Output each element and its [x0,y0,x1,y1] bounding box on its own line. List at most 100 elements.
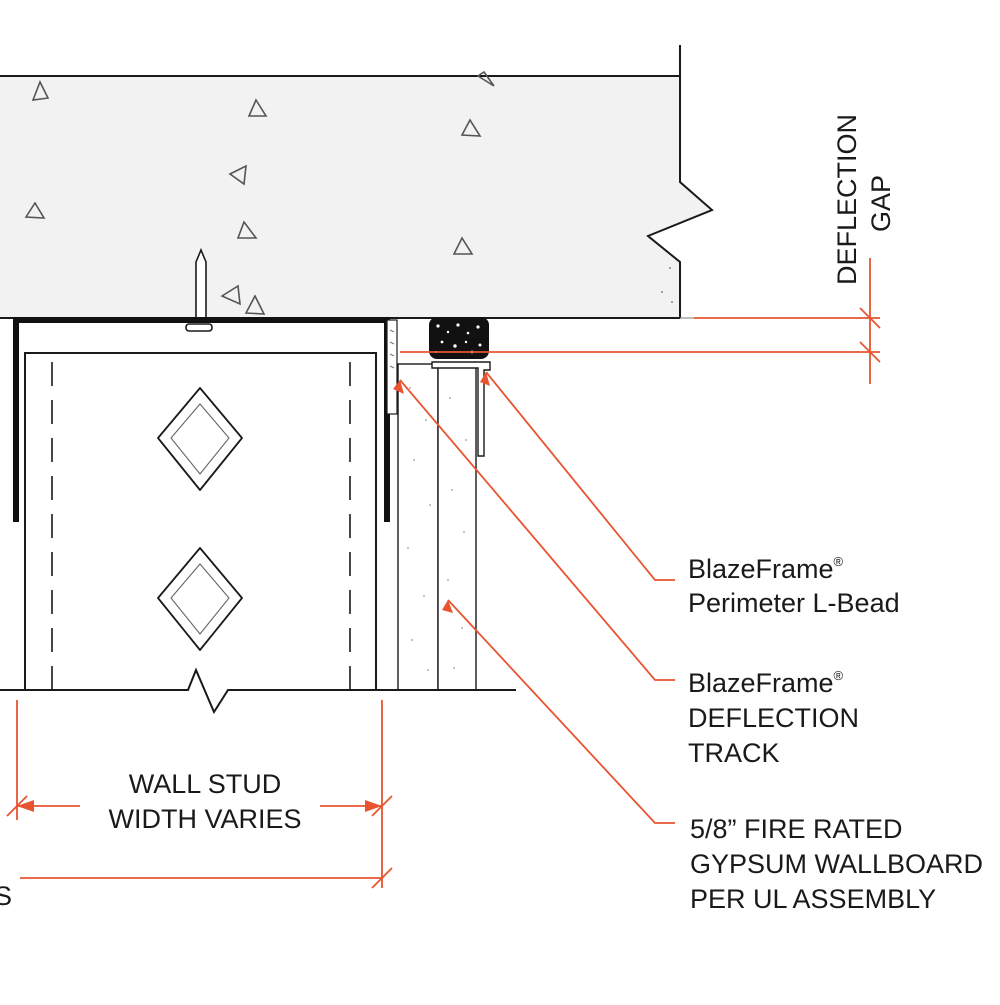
slot-mark [389,353,395,357]
speckle [449,397,451,399]
slab-break-line [646,45,714,318]
speckle [425,419,427,421]
gypsum-line1: 5/8” FIRE RATED [690,814,903,844]
speckle [427,669,429,671]
track-profile [13,317,390,522]
knockout-outer [157,387,243,491]
stud-width-line1: WALL STUD [129,769,282,799]
aggregate-mark [228,164,247,186]
speckle [461,627,463,629]
speckle [463,531,465,533]
gypsum-label: 5/8” FIRE RATED GYPSUM WALLBOARD PER UL … [690,814,983,914]
aggregate-dot [669,267,671,269]
aggregate-mark [244,294,266,315]
l-bead-arrowhead [480,372,490,386]
l-bead-leader [485,371,675,581]
gypsum-line3: PER UL ASSEMBLY [690,884,936,914]
aggregate-mark [236,220,258,239]
stud-knockout-lower [157,547,243,651]
speckle [451,489,453,491]
track-slot-marks [389,329,395,369]
speckle [429,504,431,506]
track-leader [399,379,675,681]
aggregate-mark [476,70,495,87]
sealant-texture [434,323,482,354]
deflection-gap-line1: DEFLECTION [832,114,862,285]
aggregate-marks [24,70,495,315]
speckle [423,595,425,597]
cut-off-label: S [0,881,12,911]
knockout-inner [170,403,230,475]
floor-break-line [0,667,516,715]
stud-width-arrow-right [365,800,382,812]
l-bead-label: BlazeFrame® Perimeter L-Bead [688,554,900,618]
knockout-outer [157,547,243,651]
speckle [409,387,411,389]
concrete-slab [0,45,714,319]
pin-shank [195,247,207,319]
aggregate-mark [31,80,50,101]
track-arrowhead [393,380,404,394]
stud-knockout-upper [157,387,243,491]
gap-tick-bottom [859,341,881,363]
perimeter-l-bead [431,361,491,457]
texture-dot [440,340,444,344]
aggregate-mark [247,98,268,117]
gypsum-leader [447,599,675,824]
gypsum-layer-1 [397,363,439,691]
slab-fill [0,76,712,318]
wall-stud [24,352,377,690]
gap-tick-top [859,307,881,329]
speckle [411,639,413,641]
deflection-track [13,317,398,522]
aggregate-dot [671,301,673,303]
texture-dot [464,340,468,344]
sealant-block [429,317,489,359]
texture-dot [466,331,470,335]
stud-width-label: WALL STUD WIDTH VARIES [108,769,301,834]
leader-arrowheads [17,372,490,812]
gypsum-wallboard [397,363,477,691]
slot-mark [389,341,395,345]
overall-tick-right [371,867,393,889]
texture-dot [453,344,457,348]
fastener-pin [185,247,213,332]
deflection-track-label: BlazeFrame® DEFLECTION TRACK [688,668,859,768]
knockout-inner [170,563,230,635]
speckle [453,667,455,669]
slot-mark [389,365,395,369]
texture-dot [476,325,480,329]
gypsum-layer-2 [437,363,477,691]
texture-dot [456,323,460,327]
texture-dot [446,330,450,334]
speckle [407,547,409,549]
aggregate-dots [661,267,673,303]
firestop-sealant [429,317,489,359]
aggregate-dot [661,291,663,293]
slot-mark [389,329,395,333]
aggregate-mark [460,118,482,137]
l-bead-line2: Perimeter L-Bead [688,588,900,618]
stud-outline [24,352,377,690]
deflection-gap-line2: GAP [866,175,896,232]
gypsum-speckle [407,387,467,671]
speckle [447,579,449,581]
stud-width-line2: WIDTH VARIES [108,804,301,834]
texture-dot [478,343,482,347]
deflection-gap-label: DEFLECTION GAP [832,114,896,285]
aggregate-mark [24,201,46,219]
pin-washer [185,323,213,332]
aggregate-mark [452,236,474,255]
gypsum-line2: GYPSUM WALLBOARD [690,849,983,879]
texture-dot [436,324,440,328]
speckle [465,439,467,441]
track-line1: BlazeFrame® [688,668,844,698]
aggregate-mark [220,284,241,306]
stud-width-arrow-left [17,800,34,812]
gypsum-arrowhead [442,600,453,613]
track-line3: TRACK [688,738,780,768]
l-bead-line1: BlazeFrame® [688,554,844,584]
track-line2: DEFLECTION [688,703,859,733]
